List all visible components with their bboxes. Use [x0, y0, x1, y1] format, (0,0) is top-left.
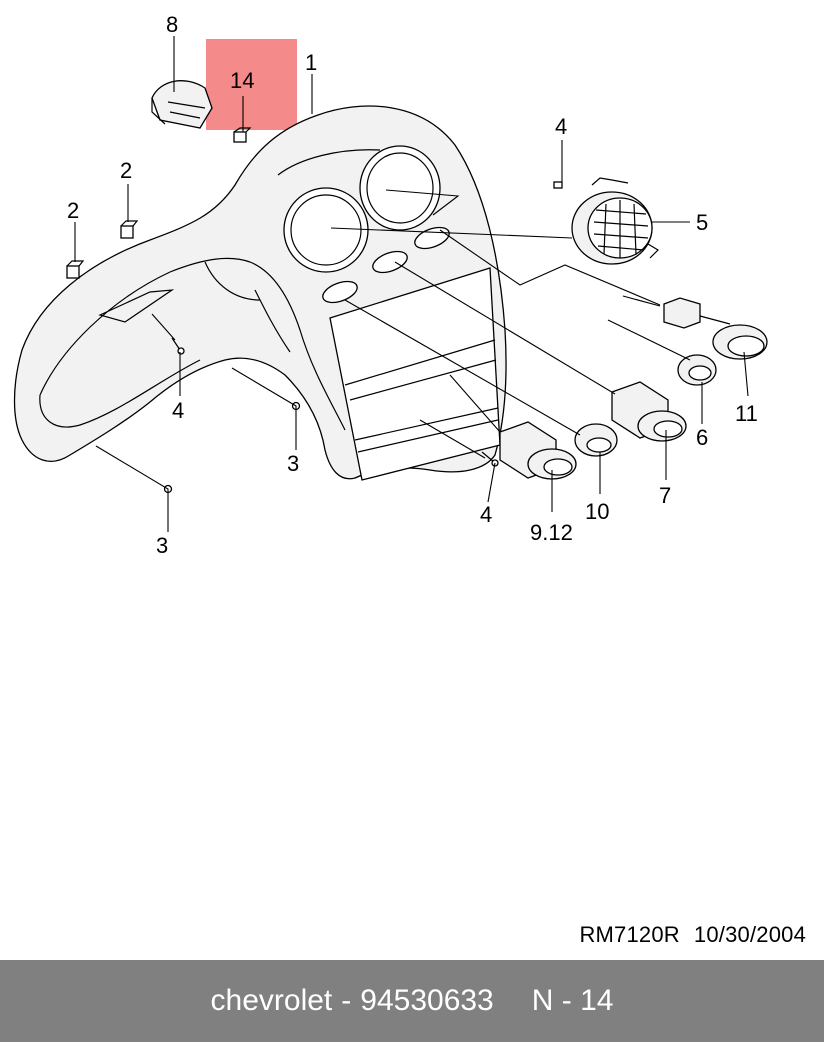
- callout-2-upper: 2: [120, 158, 132, 183]
- blank-cap: [574, 423, 618, 457]
- callout-4-right: 4: [555, 114, 567, 139]
- callout-9-12: 9.12: [530, 520, 573, 545]
- reference-code: RM7120R: [579, 922, 680, 947]
- callout-3-left: 3: [156, 533, 168, 558]
- callout-1: 1: [305, 50, 317, 75]
- footer-bar: chevrolet - 94530633 N - 14: [0, 960, 824, 1042]
- brand-name: chevrolet: [210, 984, 333, 1017]
- callout-8: 8: [166, 12, 178, 37]
- retaining-clip-upper: [120, 220, 139, 239]
- reference-date: 10/30/2004: [693, 922, 806, 947]
- screw: [553, 181, 563, 189]
- switch-knob-large: [712, 324, 768, 360]
- callout-7: 7: [659, 483, 671, 508]
- bezel-piece: [151, 80, 213, 129]
- leader-lines: [74, 36, 749, 532]
- callout-5: 5: [696, 210, 708, 235]
- callout-14: 14: [230, 68, 254, 93]
- highlighted-part-box[interactable]: [206, 39, 297, 130]
- exploded-parts-diagram: 8 14 1 2 2 4 3 3 4 9.12 10 7 6 11 4 5: [13, 12, 768, 558]
- callout-2-lower: 2: [67, 198, 79, 223]
- separator-dash: -: [341, 984, 352, 1017]
- rocker-switch-right: [611, 381, 687, 442]
- rocker-switch-left: [499, 421, 577, 480]
- callout-4-left: 4: [172, 398, 184, 423]
- switch-cap: [677, 354, 717, 386]
- dashboard-panel: [13, 105, 507, 481]
- callout-11: 11: [735, 401, 758, 426]
- retaining-clip-lower: [66, 260, 85, 279]
- position-label: N - 14: [531, 984, 614, 1017]
- diagram-reference: RM7120R 10/30/2004: [579, 922, 806, 948]
- air-vent: [571, 177, 659, 265]
- callout-10: 10: [585, 499, 609, 524]
- small-clip: [233, 127, 252, 143]
- part-number: 94530633: [360, 984, 494, 1017]
- callout-3-center: 3: [287, 451, 299, 476]
- callout-6: 6: [696, 425, 708, 450]
- switch-connector: [663, 297, 731, 329]
- callout-4-center: 4: [480, 502, 492, 527]
